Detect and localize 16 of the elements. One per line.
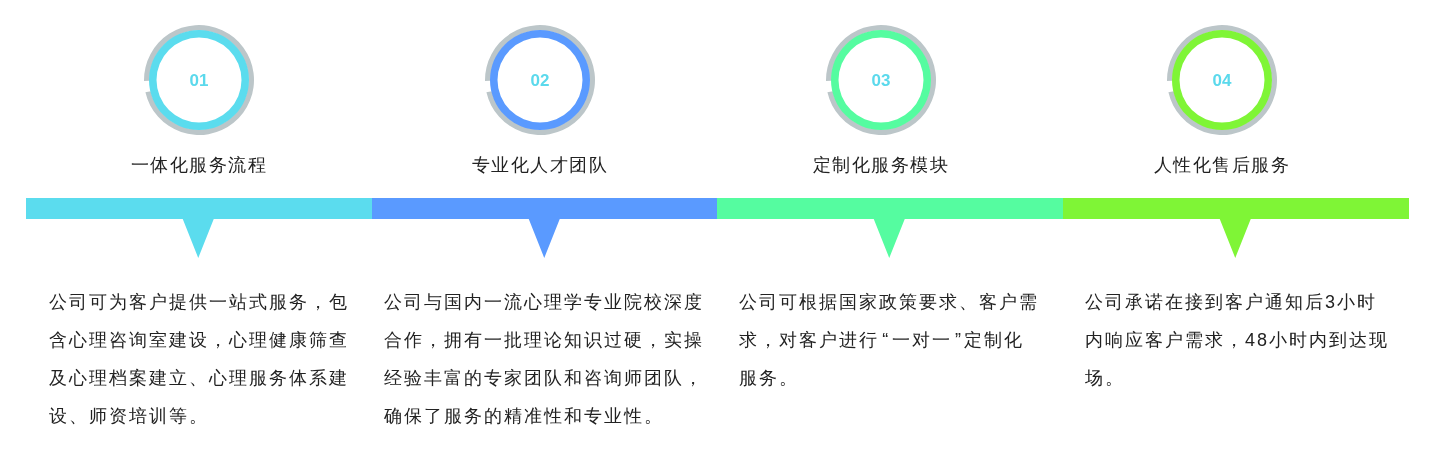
step-number: 04 [1212,71,1232,89]
step-title: 人性化售后服务 [1153,154,1291,177]
step-title: 一体化服务流程 [130,154,268,177]
step-title: 专业化人才团队 [471,154,609,177]
description-text: 公司与国内一流心理学专业院校深度合作，拥有一批理论知识过硬，实操经验丰富的专家团队和咨询师团队，确保了服务的精准性和专业性。 [384,291,705,428]
timeline-segment [717,198,1063,258]
description-text: 公司可根据国家政策要求、客户需求，对客户进行“一对一”定制化服务。 [739,291,1040,390]
step-title: 定制化服务模块 [812,154,950,177]
timeline-segment [26,198,372,258]
timeline-segment [1062,198,1408,258]
description-text: 公司可为客户提供一站式服务，包含心理咨询室建设，心理健康筛查及心理档案建立、心理服务体系建设、师资培训等。 [49,291,350,428]
timeline-segment [371,198,717,258]
step-number: 03 [871,71,891,89]
description-text: 公司承诺在接到客户通知后3小时内响应客户需求，48小时内到达现场。 [1085,291,1391,390]
step-number: 02 [530,71,550,89]
step-number: 01 [189,71,209,89]
